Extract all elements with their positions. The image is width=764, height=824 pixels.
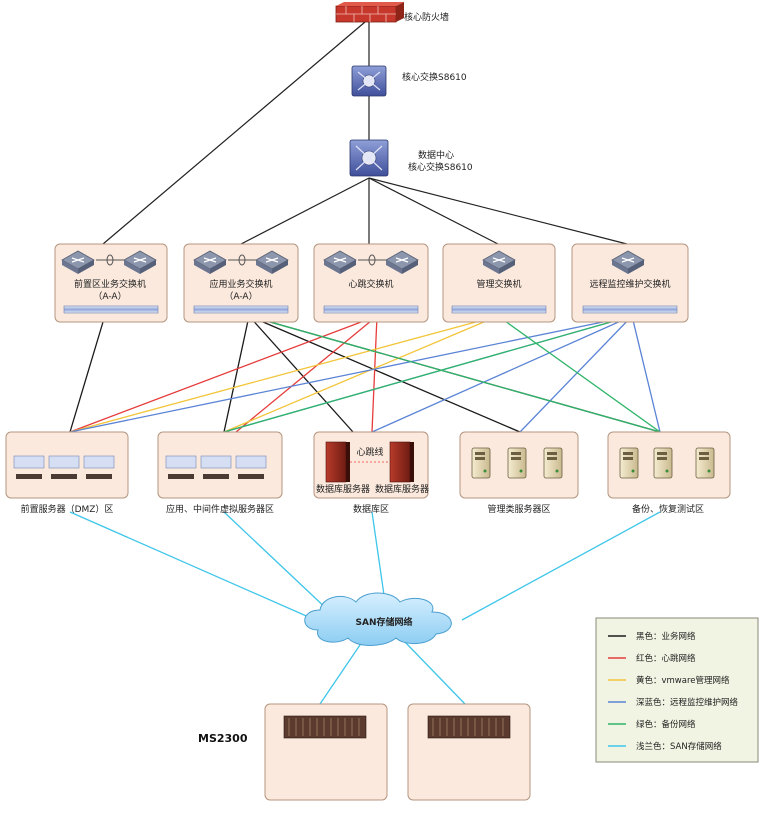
storage-box-2[interactable] [407,703,531,801]
db-server-left-label: 数据库服务器 [316,483,370,495]
vmware-links [69,315,499,433]
blade-server-icon [165,455,267,479]
db-rack-left-icon [325,441,350,483]
server-icon [653,447,673,479]
san-label: SAN存储网络 [356,616,413,628]
legend-label: 浅兰色：SAN存储网络 [636,741,722,752]
core-links [102,21,628,245]
legend-item-heartbeat: 红色：心跳网络 [608,653,696,664]
switch-label: 远程监控维护交换机 [589,278,670,290]
zone-label-mgmt: 管理类服务器区 [487,503,550,515]
storage-box-1[interactable] [264,703,388,801]
legend-item-business: 黑色：业务网络 [608,631,696,642]
dc-switch-label-line2: 核心交换S8610 [408,161,473,173]
blade-server-icon [13,455,115,479]
legend-label: 黑色：业务网络 [636,631,696,642]
heartbeat-line-label: 心跳线 [356,446,383,458]
firewall-label: 核心防火墙 [404,11,449,23]
switch-label: 管理交换机 [476,278,521,290]
heartbeat-links [69,315,378,433]
server-icon [471,447,491,479]
zone-label-app: 应用、中间件虚拟服务器区 [166,503,274,515]
core-switch-icon[interactable] [351,65,387,97]
dc-core-switch-icon[interactable] [349,139,389,177]
zone-dmz[interactable] [5,431,129,499]
disk-array-icon [427,715,511,739]
zone-label-backup: 备份、恢复测试区 [632,503,704,515]
san-cloud-icon[interactable] [304,592,452,646]
switch-box-frontend[interactable]: 前置区业务交换机 （A-A） [54,243,168,323]
switch-label: 应用业务交换机 [209,278,272,290]
switch-sublabel: （A-A） [224,291,257,302]
switch-sublabel: （A-A） [93,291,126,302]
server-icon [695,447,715,479]
server-icon [507,447,527,479]
firewall-icon[interactable] [335,2,404,23]
legend: 黑色：业务网络 红色：心跳网络 黄色：vmware管理网络 深蓝色：远程监控维护… [595,617,759,763]
zone-backup[interactable] [607,431,731,499]
legend-label: 红色：心跳网络 [636,653,696,664]
zone-app-virtual[interactable] [157,431,283,499]
legend-label: 绿色：备份网络 [636,719,696,730]
switch-box-application[interactable]: 应用业务交换机 （A-A） [183,243,299,323]
zone-management-servers[interactable] [459,431,579,499]
db-server-right-label: 数据库服务器 [375,483,429,495]
server-icon [543,447,563,479]
switch-box-remote-monitor[interactable]: 远程监控维护交换机 [571,243,689,323]
switch-box-management[interactable]: 管理交换机 [442,243,556,323]
legend-item-vmware: 黄色：vmware管理网络 [608,675,730,686]
server-icon [619,447,639,479]
legend-item-monitor: 深蓝色：远程监控维护网络 [608,697,739,708]
storage-label: MS2300 [198,732,248,745]
switch-label: 前置区业务交换机 [74,278,146,290]
legend-item-backup: 绿色：备份网络 [608,719,696,730]
disk-array-icon [283,715,367,739]
db-rack-right-icon [389,441,414,483]
legend-item-san: 浅兰色：SAN存储网络 [608,741,722,752]
zone-label-db: 数据库区 [353,503,389,515]
switch-box-heartbeat[interactable]: 心跳交换机 [313,243,429,323]
legend-label: 黄色：vmware管理网络 [636,675,730,686]
legend-label: 深蓝色：远程监控维护网络 [636,697,739,708]
zone-database[interactable]: 心跳线 数据库服务器 数据库服务器 [313,431,429,499]
san-links [69,511,661,705]
core-switch-label: 核心交换S8610 [402,71,467,83]
dc-switch-label-line1: 数据中心 [418,149,454,161]
switch-label: 心跳交换机 [348,278,393,290]
backup-links [223,315,661,433]
zone-label-dmz: 前置服务器（DMZ）区 [21,503,114,515]
